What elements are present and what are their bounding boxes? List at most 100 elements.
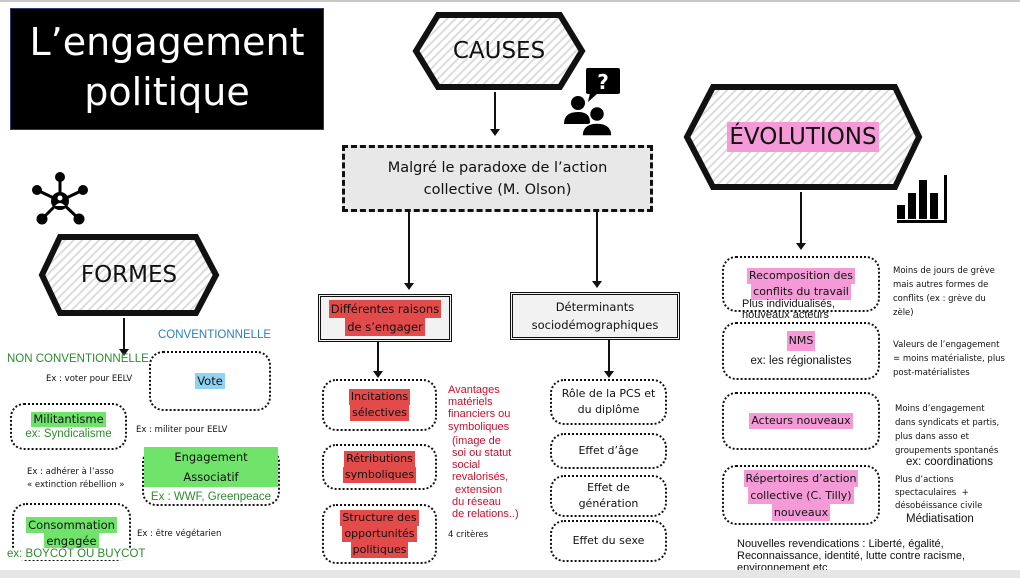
associatif-label: Engagement Associatif [144,447,278,487]
determinant-line: génération [578,497,639,510]
note-line: soi ou statut [452,447,512,460]
associatif-example-line: « extinction rébellion » [27,480,125,490]
determinants-header-line-1: Déterminants [555,300,635,314]
discussion-question-icon: ? [560,66,622,137]
evolution-note-line: Valeurs de l’engagement [893,340,1000,350]
note-line: (image de [452,434,501,447]
evolution-note-line: plus dans asso et [895,432,969,442]
evolution-note-extra: Médiatisation [906,513,974,525]
note-line: symboliques [448,420,510,433]
determinant-item: Effet de génération [550,475,667,517]
note-line: social [452,459,481,472]
evolution-note-line: Moins de jours de grève [893,266,995,276]
title-line-2: politique [84,70,250,114]
conventional-label: CONVENTIONNELLE [158,329,272,341]
evolution-line: Recomposition des [747,268,855,284]
revendications-text: Nouvelles revendications : Liberté, égal… [737,538,965,574]
reasons-notes: Avantages matériels financiers ou symbol… [448,384,519,520]
network-person-icon [27,172,91,228]
determinant-line: Effet d’âge [578,444,639,457]
arrow-determinants-items [604,340,614,378]
bar-chart-icon [895,173,951,225]
evolution-line: Répertoires d’action [743,469,859,487]
determinant-item: Effet du sexe [550,520,667,562]
criteria-note: 4 critères [448,530,489,540]
determinants-header: Déterminants sociodémographiques [510,292,680,340]
determinant-line: Effet de [587,481,630,494]
evolutions-label: ÉVOLUTIONS [727,122,879,152]
associatif-box: Engagement Associatif Ex : WWF, Greenpea… [142,447,280,506]
reasons-header: Différentes raisons de s’engager [318,294,452,342]
reason-line: symboliques [342,467,417,483]
determinant-line: Rôle de la PCS et [561,387,656,400]
causes-label: CAUSES [452,38,546,64]
determinant-item: Effet d’âge [550,433,667,469]
associatif-example: Ex : adhérer à l’asso « extinction rébel… [27,466,125,492]
note-line: de relations..) [452,508,519,521]
evolution-note-extra: ex: coordinations [906,456,993,468]
evolution-note-line: désobéissance civile [895,501,983,511]
title-line-1: L’engagement [29,20,305,64]
evolution-sub-line: nouveaux acteurs [742,309,829,321]
formes-header: FORMES [38,232,220,318]
bottom-bar [0,570,1020,578]
svg-text:?: ? [597,70,609,94]
evolution-item: Recomposition des conflits du travail [722,256,880,312]
note-line: matériels [448,396,493,409]
evolution-item-sub: Plus individualisés, nouveaux acteurs [742,299,835,321]
reason-line: Incitations [348,389,411,405]
note-line: revalorisés, [452,471,509,484]
note-line: financiers ou [448,408,511,421]
reason-line: sélectives [350,405,409,421]
arrow-evolutions [796,192,806,250]
evolution-note-line: = moins matérialiste, plus [893,354,1005,364]
paradox-line-2: collective (M. Olson) [423,181,572,198]
arrow-reasons-items [373,342,383,378]
causes-header: CAUSES [412,10,586,92]
determinant-line: Effet du sexe [572,534,645,547]
evolution-sub-line: ex: les régionalistes [750,355,852,367]
non-conventional-label: NON CONVENTIONNELLE [7,353,149,365]
consommation-example: Ex : être végétarien [137,529,222,539]
consommation-label: engagée [44,533,99,549]
arrow-determinants [592,212,602,288]
paradox-line-1: Malgré le paradoxe de l’action [387,159,608,176]
note-line: extension [452,483,503,496]
evolutions-label-wrap: ÉVOLUTIONS [683,82,923,192]
militantisme-example: Ex : militer pour EELV [136,425,228,435]
evolution-line: conflits du travail [751,284,851,300]
evolution-item: Répertoires d’action collective (C. Till… [722,465,880,525]
evolution-line: collective (C. Tilly) [748,486,854,504]
reason-item: Structure des opportunités politiques [322,504,437,564]
associatif-example-line: Ex : adhérer à l’asso [27,467,114,477]
evolution-sub-line: Plus individualisés, [742,298,835,310]
vote-box: Vote [149,351,271,411]
associatif-sub: Ex : WWF, Greenpeace [150,491,272,503]
evolution-note-line: Plus d’actions [895,475,954,485]
evolution-note: Moins d’engagement dans syndicats et par… [895,402,999,458]
evolution-note-line: zèle) [893,308,914,318]
arrow-reasons [404,212,414,290]
consommation-sub: ex: BOYCOT OU BUYCOT [7,548,146,560]
formes-label: FORMES [80,262,178,288]
reason-line: opportunités [342,526,417,542]
evolution-line: Acteurs nouveaux [749,413,853,429]
evolution-note-line: groupements spontanés [895,446,999,456]
evolution-note-line: post-matérialistes [893,368,970,378]
evolutions-header: ÉVOLUTIONS [683,82,923,192]
evolution-note-line: spectaculaires + [895,488,969,498]
evolution-item: NMS ex: les régionalistes [722,322,880,380]
evolution-note-line: conflits (ex : grève du [893,294,986,304]
consommation-label: Consommation [26,517,117,533]
evolution-note: Moins de jours de grève mais autres form… [893,264,995,320]
reason-item: Incitations sélectives [322,379,437,431]
evolution-item: Acteurs nouveaux [722,392,880,450]
evolution-line: nouveaux [771,503,831,521]
top-border [0,0,1020,2]
revendications-line: Nouvelles revendications : Liberté, égal… [737,538,944,550]
vote-example: Ex : voter pour EELV [46,374,133,384]
determinants-header-line-2: sociodémographiques [531,318,659,332]
evolution-note: Plus d’actions spectaculaires + désobéis… [895,474,982,513]
evolution-note: Valeurs de l’engagement = moins matérial… [893,338,1005,380]
reasons-header-line-1: Différentes raisons [328,300,442,318]
